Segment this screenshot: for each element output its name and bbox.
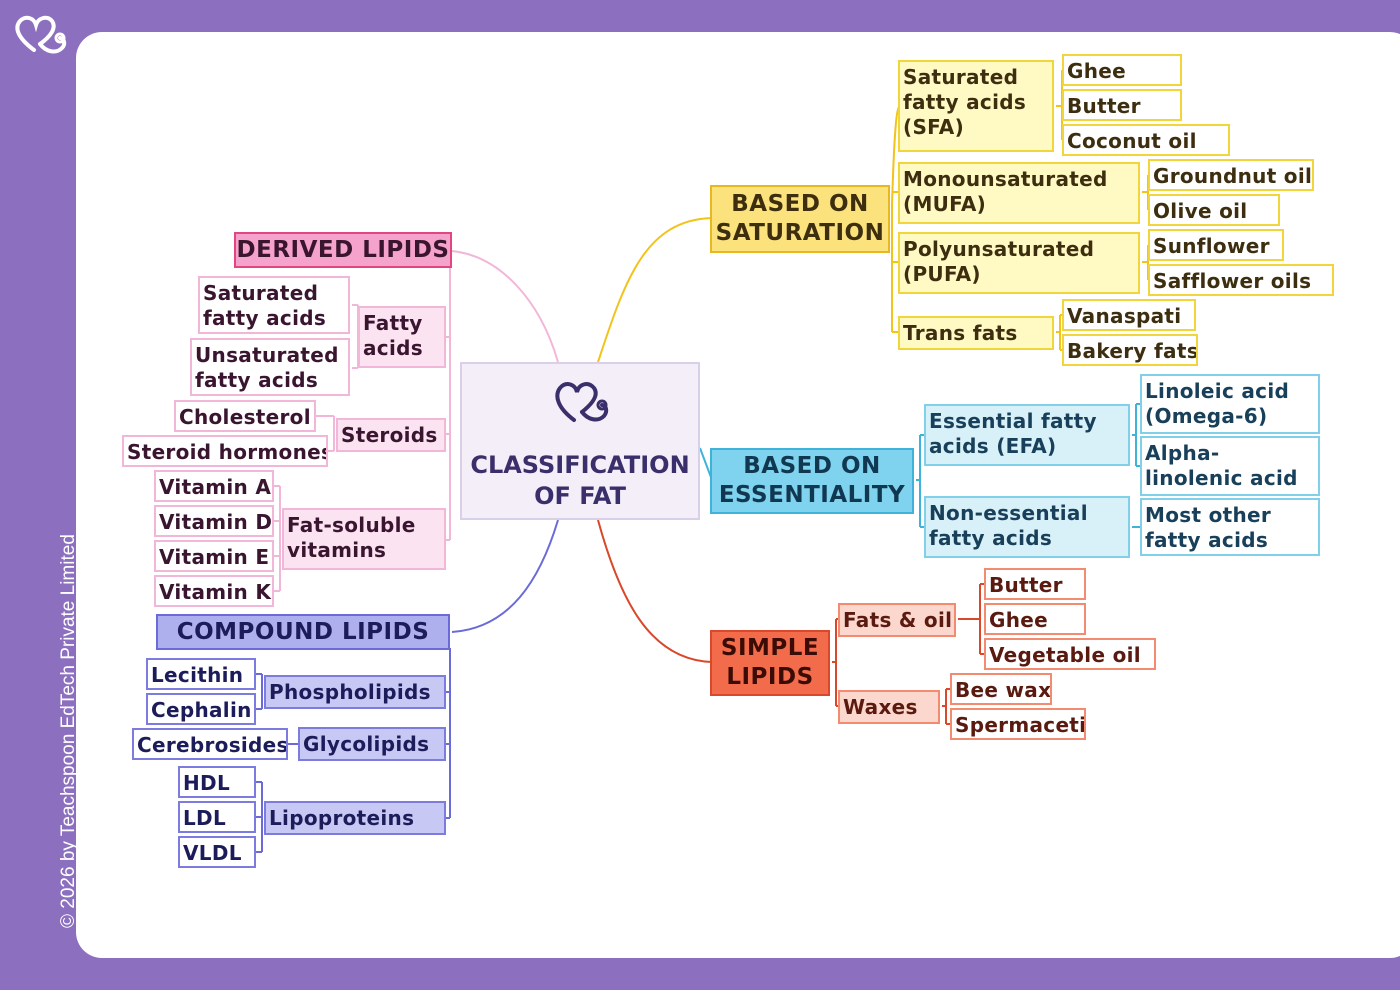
leaf-fats-vegetable-oil: Vegetable oil (984, 638, 1156, 670)
node-phospholipids: Phospholipids (264, 675, 446, 709)
node-trans-fats: Trans fats (898, 316, 1054, 350)
leaf-saturated-fatty-acids: Saturated fatty acids (198, 276, 350, 334)
central-title: CLASSIFICATION OF FAT (470, 451, 690, 511)
node-fat-soluble-vitamins: Fat-soluble vitamins (282, 508, 446, 570)
leaf-vitamin-k: Vitamin K (154, 575, 274, 607)
leaf-mufa-olive-oil: Olive oil (1148, 194, 1280, 226)
leaf-vitamin-a: Vitamin A (154, 470, 274, 502)
branch-essentiality: BASED ON ESSENTIALITY (710, 448, 914, 514)
node-steroids: Steroids (336, 418, 446, 452)
node-lipoproteins: Lipoproteins (264, 801, 446, 835)
node-efa: Essential fatty acids (EFA) (924, 404, 1130, 466)
leaf-steroid-hormones: Steroid hormones (122, 435, 328, 467)
leaf-lecithin: Lecithin (146, 658, 256, 690)
node-mufa: Monounsaturated (MUFA) (898, 162, 1140, 224)
leaf-spermaceti: Spermaceti (950, 708, 1086, 740)
leaf-mufa-groundnut-oil: Groundnut oil (1148, 159, 1314, 191)
node-non-essential: Non-essential fatty acids (924, 496, 1130, 558)
leaf-sfa-coconut-oil: Coconut oil (1062, 124, 1230, 156)
heart-stethoscope-center-icon (555, 382, 609, 422)
branch-saturation: BASED ON SATURATION (710, 185, 890, 253)
leaf-cholesterol: Cholesterol (174, 400, 316, 432)
leaf-fats-butter: Butter (984, 568, 1086, 600)
node-glycolipids: Glycolipids (298, 727, 446, 761)
leaf-vitamin-e: Vitamin E (154, 540, 274, 572)
leaf-hdl: HDL (178, 766, 256, 798)
leaf-vitamin-d: Vitamin D (154, 505, 274, 537)
leaf-trans-bakery-fats: Bakery fats (1062, 334, 1198, 366)
leaf-fats-ghee: Ghee (984, 603, 1086, 635)
leaf-vldl: VLDL (178, 836, 256, 868)
node-fats-oil: Fats & oil (838, 603, 956, 637)
branch-simple-lipids: SIMPLE LIPIDS (710, 630, 830, 696)
node-waxes: Waxes (838, 690, 940, 724)
node-pufa: Polyunsaturated (PUFA) (898, 232, 1140, 294)
leaf-pufa-sunflower: Sunflower (1148, 229, 1284, 261)
leaf-trans-vanaspati: Vanaspati (1062, 299, 1196, 331)
leaf-sfa-butter: Butter (1062, 89, 1182, 121)
central-topic: CLASSIFICATION OF FAT (460, 362, 700, 520)
leaf-unsaturated-fatty-acids: Unsaturated fatty acids (190, 338, 350, 396)
leaf-most-other-fatty-acids: Most other fatty acids (1140, 498, 1320, 556)
branch-compound-lipids: COMPOUND LIPIDS (156, 614, 450, 650)
leaf-pufa-safflower-oils: Safflower oils (1148, 264, 1334, 296)
leaf-cerebrosides: Cerebrosides (132, 728, 288, 760)
leaf-ldl: LDL (178, 801, 256, 833)
heart-stethoscope-logo-icon (15, 15, 67, 54)
branch-derived-lipids: DERIVED LIPIDS (234, 232, 452, 268)
node-fatty-acids: Fatty acids (358, 306, 446, 368)
leaf-cephalin: Cephalin (146, 693, 256, 725)
node-sfa: Saturated fatty acids (SFA) (898, 60, 1054, 152)
leaf-sfa-ghee: Ghee (1062, 54, 1182, 86)
leaf-bee-wax: Bee wax (950, 673, 1052, 705)
leaf-efa-linoleic: Linoleic acid (Omega-6) (1140, 374, 1320, 434)
leaf-efa-alpha-linolenic: Alpha-linolenic acid (Omega-3) (1140, 436, 1320, 496)
